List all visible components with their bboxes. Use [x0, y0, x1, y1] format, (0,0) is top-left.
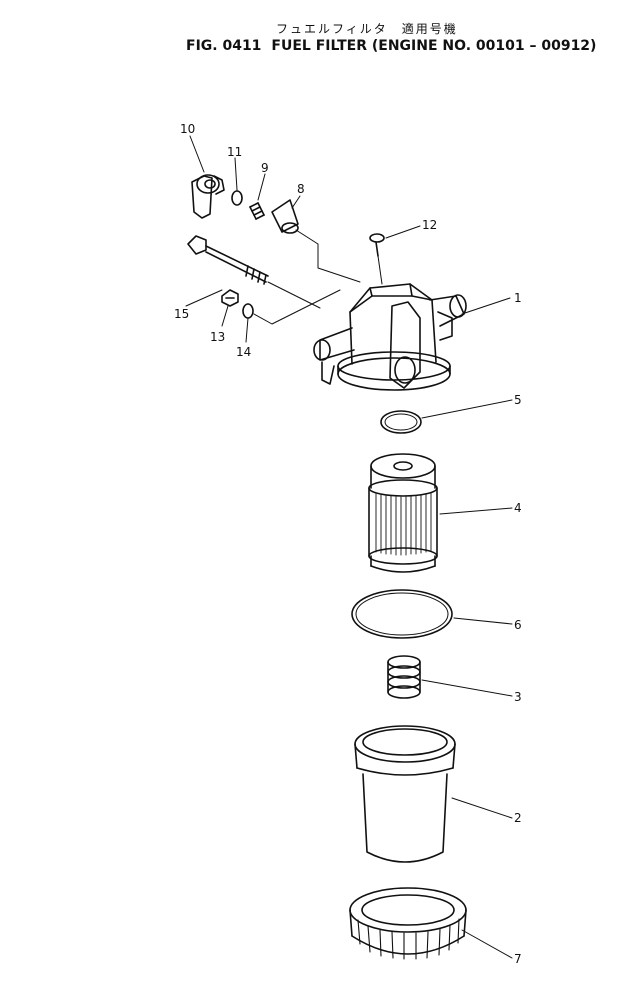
drain-plug-part [221, 289, 239, 307]
page-title: FIG. 0411 FUEL FILTER (ENGINE NO. 00101 –… [186, 38, 606, 54]
leader-2 [451, 797, 513, 819]
filter-element-part [368, 453, 438, 573]
leader-13 [221, 305, 229, 327]
leader-5 [421, 399, 513, 419]
callout-12: 12 [422, 218, 437, 232]
japanese-title: フュエルフィルタ 適用号機 [276, 22, 458, 36]
leader-11 [234, 157, 238, 191]
leader-12 [385, 225, 421, 239]
callout-11: 11 [227, 145, 242, 159]
long-bolt-part [187, 235, 269, 285]
ring-nut-part [349, 887, 467, 960]
leader-6 [453, 617, 513, 625]
callout-14: 14 [236, 345, 251, 359]
callout-2: 2 [514, 811, 522, 825]
callout-15: 15 [174, 307, 189, 321]
small-o-ring-part [231, 190, 243, 206]
filter-bowl-part [354, 725, 456, 863]
fig-number: FIG. 0411 [186, 38, 262, 54]
head-o-ring-part [380, 410, 422, 434]
leader-lines [185, 135, 513, 959]
leader-14 [245, 317, 249, 343]
leader-10 [189, 135, 205, 173]
leader-1 [461, 297, 511, 315]
assembly-line-bolt [267, 281, 321, 309]
callout-6: 6 [514, 618, 522, 632]
leader-4 [439, 507, 513, 515]
bowl-o-ring-inner [355, 592, 449, 636]
callout-8: 8 [297, 182, 305, 196]
sleeve-part [271, 199, 299, 234]
fig-title: FUEL FILTER (ENGINE NO. 00101 – 00912) [271, 38, 597, 54]
filter-head-part [313, 283, 467, 391]
vent-screw-part [369, 233, 385, 257]
callout-9: 9 [261, 161, 269, 175]
banjo-fitting-part [191, 174, 225, 219]
callout-labels: 10 11 9 8 12 15 13 14 1 5 4 6 3 2 7 [174, 122, 522, 966]
callout-3: 3 [514, 690, 522, 704]
callout-5: 5 [514, 393, 522, 407]
small-spring-part [249, 202, 265, 220]
callout-13: 13 [210, 330, 225, 344]
bowl-spring-part [387, 655, 421, 699]
washer-part [242, 303, 254, 319]
head-o-ring-inner [384, 413, 418, 431]
bowl-o-ring-part [351, 589, 453, 639]
callout-4: 4 [514, 501, 522, 515]
assembly-line-sleeve [295, 229, 361, 283]
callout-10: 10 [180, 122, 195, 136]
assembly-line-plug [253, 289, 341, 325]
callout-1: 1 [514, 291, 522, 305]
leader-8 [291, 195, 301, 209]
leader-7 [461, 929, 513, 959]
leader-9 [257, 173, 266, 201]
leader-3 [421, 679, 513, 697]
assembly-line-screw [377, 255, 383, 285]
leader-15 [185, 289, 223, 307]
callout-7: 7 [514, 952, 522, 966]
header: フュエルフィルタ 適用号機 FIG. 0411 FUEL FILTER (ENGI… [0, 0, 619, 70]
